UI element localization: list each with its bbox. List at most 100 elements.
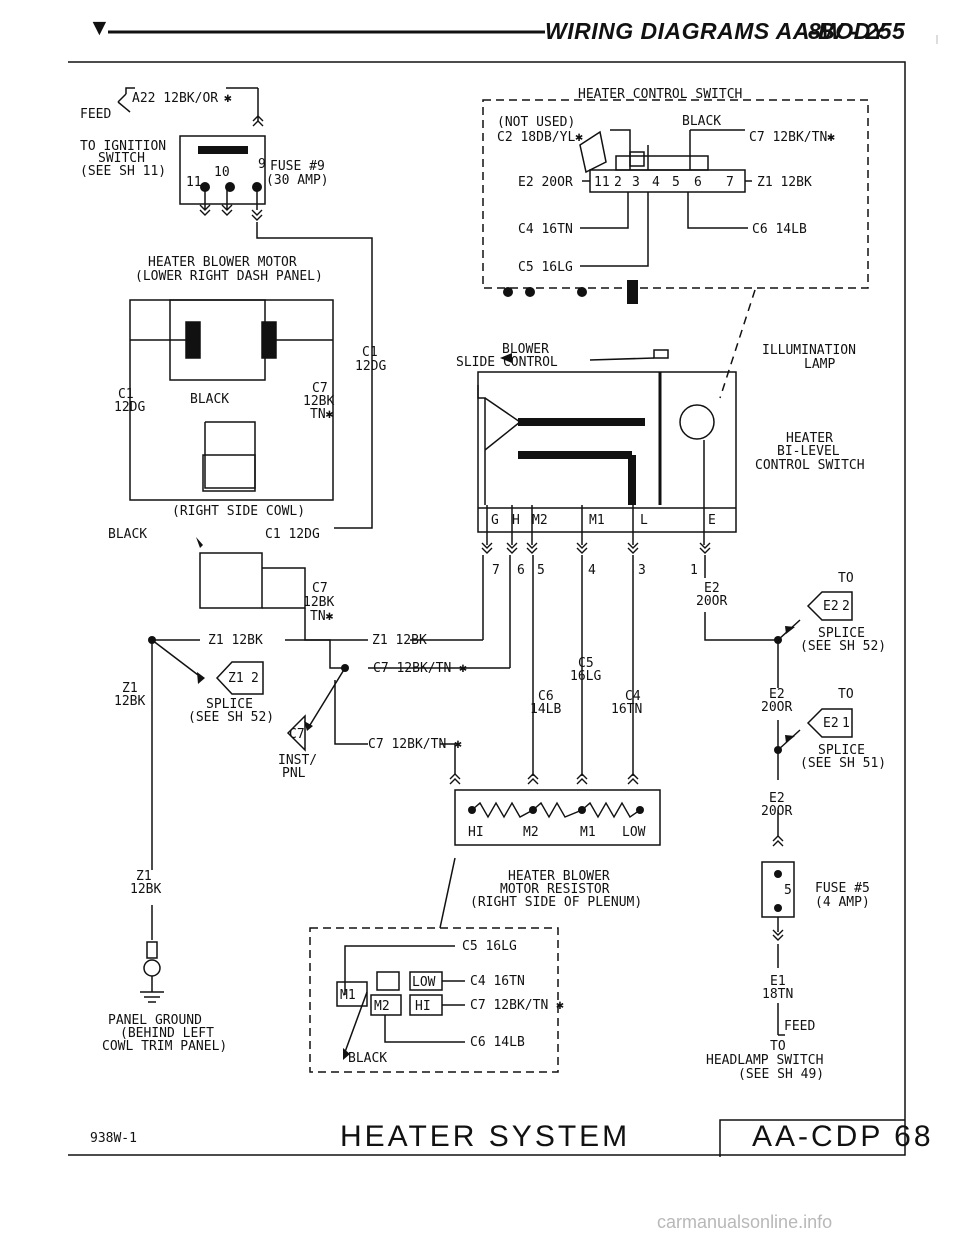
inst-panel-label: INST/: [278, 753, 317, 768]
fuse5-label: FUSE #5: [815, 881, 870, 896]
z1-wire-right: Z1 12BK: [372, 633, 427, 648]
c1-right-wire: 12DG: [355, 359, 386, 374]
resistor-m2: M2: [523, 825, 539, 840]
bilevel-label-3: CONTROL SWITCH: [755, 458, 865, 473]
switch-pin-2: 2: [614, 175, 622, 190]
splice-1-label: SPLICE: [818, 626, 865, 641]
c7-wire-upper: C7 12BK/TN ✱: [373, 661, 467, 676]
z1-left-wire: 12BK: [114, 694, 145, 709]
switch-pin-3: 3: [632, 175, 640, 190]
lower-cell-low: LOW: [412, 975, 436, 990]
e2-splice-num-2: 1: [842, 716, 850, 731]
to-headlamp-1: TO: [770, 1039, 786, 1054]
panel-ground-label: PANEL GROUND: [108, 1013, 202, 1028]
c1-left-wire: 12DG: [114, 400, 145, 415]
terminal-l: L: [640, 513, 648, 528]
slide-pin-3: 3: [638, 563, 646, 578]
cowl-connector-black: BLACK: [108, 527, 147, 542]
c5-switch-wire: C5 16LG: [518, 260, 573, 275]
motor-c7-label: C7: [312, 381, 328, 396]
to-ignition-line-1: TO IGNITION: [80, 139, 166, 154]
footer-title: HEATER SYSTEM: [340, 1120, 630, 1153]
splice-1-ref: (SEE SH 52): [800, 639, 886, 654]
blower-motor-title: HEATER BLOWER MOTOR: [148, 255, 297, 270]
fuse9-pin-11: 11: [186, 175, 202, 190]
lower-cell-m1: M1: [340, 988, 356, 1003]
switch-black-label: BLACK: [682, 114, 721, 129]
to-ignition-line-3: (SEE SH 11): [80, 164, 166, 179]
z1-switch-wire: Z1 12BK: [757, 175, 812, 190]
to-label-2: TO: [838, 687, 854, 702]
e2-splice-num-1: 2: [842, 599, 850, 614]
resistor-c5-wire: 16LG: [570, 669, 601, 684]
bilevel-label-1: HEATER: [786, 431, 833, 446]
resistor-c6-wire: 14LB: [530, 702, 561, 717]
header-page: 8W - 255: [808, 18, 906, 44]
to-headlamp-3: (SEE SH 49): [738, 1067, 824, 1082]
e1-wire: 18TN: [762, 987, 793, 1002]
e2-wire-b: 20OR: [761, 700, 792, 715]
right-side-cowl-label: (RIGHT SIDE COWL): [172, 504, 305, 519]
lower-c4-wire: C4 16TN: [470, 974, 525, 989]
fuse9-pin-10: 10: [214, 165, 230, 180]
fuse5-amp: (4 AMP): [815, 895, 870, 910]
z1-splice-num: 2: [251, 671, 259, 686]
c4-switch-wire: C4 16TN: [518, 222, 573, 237]
watermark: carmanualsonline.info: [657, 1212, 833, 1232]
not-used-label: (NOT USED): [497, 115, 575, 130]
switch-pin-6: 6: [694, 175, 702, 190]
motor-c7-color: TN✱: [310, 407, 334, 422]
switch-pin-7: 7: [726, 175, 734, 190]
panel-ground-loc-1: (BEHIND LEFT: [120, 1026, 214, 1041]
c7-wire-lower: C7 12BK/TN ✱: [368, 737, 462, 752]
motor-c7-wire: 12BK: [303, 394, 334, 409]
header-marker-icon: ▼: [88, 14, 112, 40]
c1-left-label: C1: [118, 387, 134, 402]
e2-wire-c: 20OR: [761, 804, 792, 819]
terminal-m2: M2: [532, 513, 548, 528]
c6-switch-wire: C6 14LB: [752, 222, 807, 237]
resistor-c4-wire: 16TN: [611, 702, 642, 717]
splice-2-label: SPLICE: [818, 743, 865, 758]
z1-left-label: Z1: [122, 681, 138, 696]
terminal-h: H: [512, 513, 520, 528]
blower-motor-location: (LOWER RIGHT DASH PANEL): [135, 269, 323, 284]
feed-label: FEED: [80, 107, 111, 122]
switch-pin-5: 5: [672, 175, 680, 190]
resistor-m1: M1: [580, 825, 596, 840]
fuse5-pin: 5: [784, 883, 792, 898]
bilevel-label-2: BI-LEVEL: [777, 444, 840, 459]
cowl-c1-label: C1 12DG: [265, 527, 320, 542]
to-headlamp-2: HEADLAMP SWITCH: [706, 1053, 823, 1068]
z1-splice-ref: (SEE SH 52): [188, 710, 274, 725]
switch-pin-11: 11: [594, 175, 610, 190]
blower-slide-label: BLOWER: [502, 342, 549, 357]
resistor-c6-label: C6: [538, 689, 554, 704]
to-label-1: TO: [838, 571, 854, 586]
e2-wire-a: 20OR: [696, 594, 727, 609]
switch-pin-4: 4: [652, 175, 660, 190]
slide-pin-1: 1: [690, 563, 698, 578]
feed-right-label: FEED: [784, 1019, 815, 1034]
lower-c5-wire: C5 16LG: [462, 939, 517, 954]
motor-connector-black: BLACK: [190, 392, 229, 407]
z1-lower-wire: 12BK: [130, 882, 161, 897]
c7-splice-tag: C7: [289, 727, 305, 742]
e2-label-c: E2: [769, 791, 785, 806]
lower-cell-m2: M2: [374, 999, 390, 1014]
footer-id: AA-CDP 68: [752, 1120, 934, 1153]
z1-wire-left: Z1 12BK: [208, 633, 263, 648]
heater-switch-title: HEATER CONTROL SWITCH: [578, 87, 742, 102]
lower-black-label: BLACK: [348, 1051, 387, 1066]
e2-label-b: E2: [769, 687, 785, 702]
cowl-c7-color: TN✱: [310, 609, 334, 624]
resistor-c4-label: C4: [625, 689, 641, 704]
resistor-title-1: HEATER BLOWER: [508, 869, 610, 884]
e2-label-a: E2: [704, 581, 720, 596]
z1-splice-label: SPLICE: [206, 697, 253, 712]
z1-lower-label: Z1: [136, 869, 152, 884]
illumination-lamp-label: LAMP: [804, 357, 835, 372]
c1-right-label: C1: [362, 345, 378, 360]
